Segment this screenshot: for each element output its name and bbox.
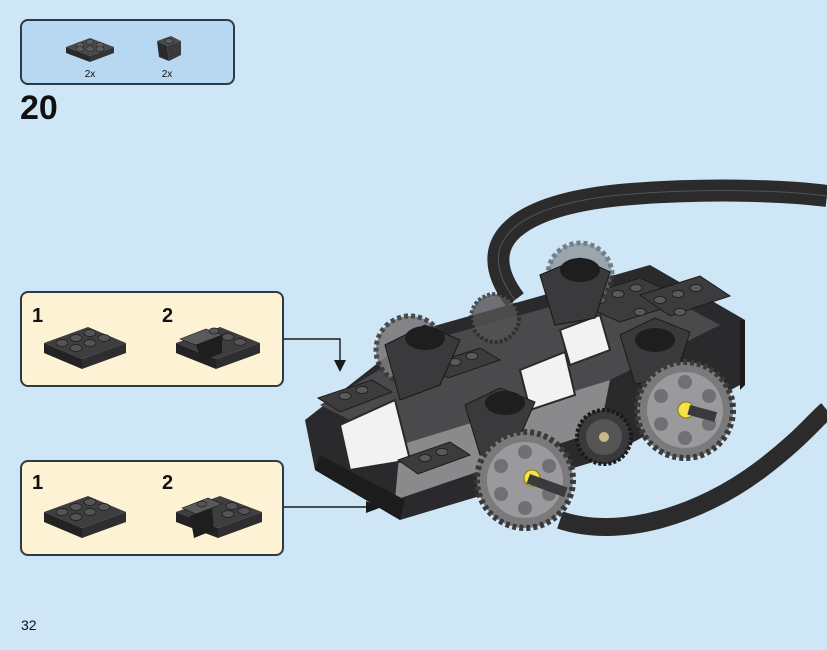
part-slope-inverted: 2x xyxy=(147,33,187,80)
gear-icon xyxy=(575,408,633,466)
gear-icon xyxy=(474,429,576,531)
sub-assembly-callout-2: 1 2 xyxy=(20,460,284,556)
page-number: 32 xyxy=(21,617,37,633)
plate-sub-step-icon xyxy=(44,327,126,369)
chassis-front xyxy=(315,455,405,520)
plate-sub-step-icon xyxy=(44,496,126,538)
plate-with-slope-icon xyxy=(176,327,260,369)
slope-inverted-icon xyxy=(157,36,181,61)
part-quantity: 2x xyxy=(161,69,173,80)
sub-assembly-callout-1: 1 2 xyxy=(20,291,284,387)
part-quantity: 2x xyxy=(84,69,96,80)
top-plates xyxy=(316,275,732,475)
cable-lower xyxy=(557,403,827,536)
sub-step-label: 1 xyxy=(32,472,44,494)
sub-step-label: 2 xyxy=(162,472,174,494)
part-plate-2x3: 2x xyxy=(62,33,118,80)
callout-connector-1 xyxy=(284,338,341,362)
gear-icon xyxy=(634,359,736,461)
sub-step-label: 2 xyxy=(162,305,174,327)
plate-2x3-icon xyxy=(66,38,114,62)
step-number: 20 xyxy=(20,89,58,127)
sub-step-label: 1 xyxy=(32,305,44,327)
plate-with-slope-icon xyxy=(176,496,262,538)
arrow-down-icon xyxy=(334,360,346,372)
arrow-right-icon xyxy=(366,501,382,513)
parts-list-callout: 2x 2x xyxy=(20,19,235,85)
